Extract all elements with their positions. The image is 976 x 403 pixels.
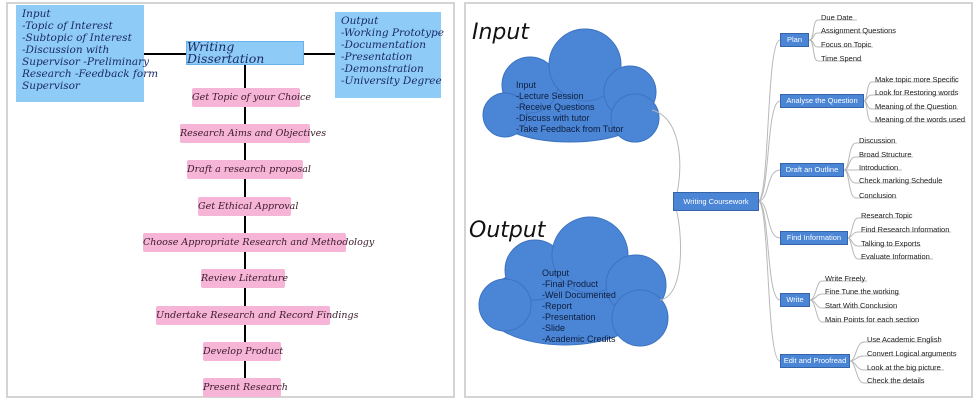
output-line: -University Degree: [341, 75, 442, 87]
output-line: -Presentation: [341, 51, 413, 63]
output-cloud-icon: [478, 216, 669, 347]
step-box: Review Literature: [201, 269, 288, 288]
input-heading: Input: [472, 20, 529, 45]
branch-connectors: [757, 39, 781, 362]
leaf-item: Meaning of the Question: [875, 102, 957, 111]
dissertation-output-box: Output -Working Prototype -Documentation…: [335, 12, 444, 98]
leaf-item: Look at the big picture: [867, 363, 941, 372]
connector-title-output: [304, 53, 335, 55]
step-box: Draft a research proposal: [187, 160, 311, 179]
cloud-line: -Slide: [542, 323, 566, 333]
cloud-line: -Receive Questions: [516, 102, 595, 112]
dissertation-title-box: Writing Dissertation: [186, 40, 304, 65]
branch-node: Analyse the Question: [780, 94, 864, 108]
leaf-item: Introduction: [859, 163, 899, 172]
leaf-item: Find Research Information: [861, 225, 950, 234]
cloud-line: -Discuss with tutor: [516, 113, 590, 123]
step-box: Choose Appropriate Research and Methodol…: [143, 233, 374, 252]
leaf-item: Time Spend: [821, 54, 862, 63]
leaf-item: Check marking Schedule: [859, 176, 943, 185]
cloud-line: -Lecture Session: [516, 91, 584, 101]
branch-node: Write: [780, 293, 810, 307]
leaf-item: Main Points for each section: [825, 315, 920, 324]
step-box: Get Topic of your Choice: [192, 88, 311, 107]
input-line: -Topic of Interest: [22, 20, 113, 32]
leaf-item: Assignment Questions: [821, 26, 897, 35]
branch-node: Edit and Proofread: [780, 354, 850, 368]
leaf-connectors: [808, 19, 966, 384]
cloud-line: Output: [542, 268, 570, 278]
output-line: Output: [341, 15, 379, 27]
input-line: Supervisor: [22, 80, 80, 92]
leaf-item: Focus on Topic: [821, 40, 872, 49]
leaf-item: Due Date: [821, 13, 853, 22]
step-box: Research Aims and Objectives: [180, 124, 326, 143]
connector-vertical-spine: [244, 65, 246, 383]
cloud-line: -Take Feedback from Tutor: [516, 124, 624, 134]
input-line: -Subtopic of Interest: [22, 32, 132, 44]
cloud-line: -Academic Credits: [542, 334, 616, 344]
output-heading: Output: [469, 218, 546, 243]
step-box: Undertake Research and Record Findings: [156, 306, 358, 325]
leaf-item: Convert Logical arguments: [867, 349, 957, 358]
input-line: Input: [22, 8, 51, 20]
leaf-item: Meaning of the words used: [875, 115, 966, 124]
leaf-item: Make topic more Specific: [875, 75, 959, 84]
cloud-line: -Well Documented: [542, 290, 616, 300]
output-line: -Documentation: [341, 39, 427, 51]
step-box: Present Research: [203, 378, 288, 397]
input-line: Supervisor -Preliminary: [22, 56, 150, 68]
leaf-item: Broad Structure: [859, 150, 912, 159]
leaf-item: Evaluate Information: [861, 252, 930, 261]
center-node: Writing Coursework: [673, 192, 759, 211]
leaf-item: Check the details: [867, 376, 925, 385]
output-cloud-text: Output -Final Product -Well Documented -…: [542, 268, 616, 345]
leaf-item: Talking to Exports: [861, 239, 921, 248]
step-box: Develop Product: [203, 342, 283, 361]
output-line: -Working Prototype: [341, 27, 444, 39]
leaf-item: Conclusion: [859, 191, 897, 200]
leaf-item: Fine Tune the working: [825, 287, 899, 296]
connector-input-title: [144, 53, 186, 55]
leaf-item: Use Academic English: [867, 335, 942, 344]
dissertation-input-box: Input -Topic of Interest -Subtopic of In…: [16, 5, 159, 102]
branch-node: Plan: [780, 33, 809, 47]
cloud-line: -Presentation: [542, 312, 596, 322]
leaf-item: Discussion: [859, 136, 896, 145]
output-line: -Demonstration: [341, 63, 424, 75]
cloud-line: Input: [516, 80, 537, 90]
input-line: -Discussion with: [22, 44, 110, 56]
leaf-item: Research Topic: [861, 211, 913, 220]
input-cloud-text: Input -Lecture Session -Receive Question…: [516, 80, 624, 135]
input-cloud-icon: [482, 28, 660, 143]
leaf-item: Write Freely: [825, 274, 866, 283]
leaf-item: Start With Conclusion: [825, 301, 898, 310]
input-line: Research -Feedback form: [22, 68, 159, 80]
branch-node: Find Information: [780, 231, 848, 245]
leaf-item: Look for Restoring words: [875, 88, 959, 97]
cloud-line: -Report: [542, 301, 573, 311]
step-box: Get Ethical Approval: [198, 197, 298, 216]
cloud-line: -Final Product: [542, 279, 599, 289]
branch-node: Draft an Outline: [780, 163, 844, 177]
